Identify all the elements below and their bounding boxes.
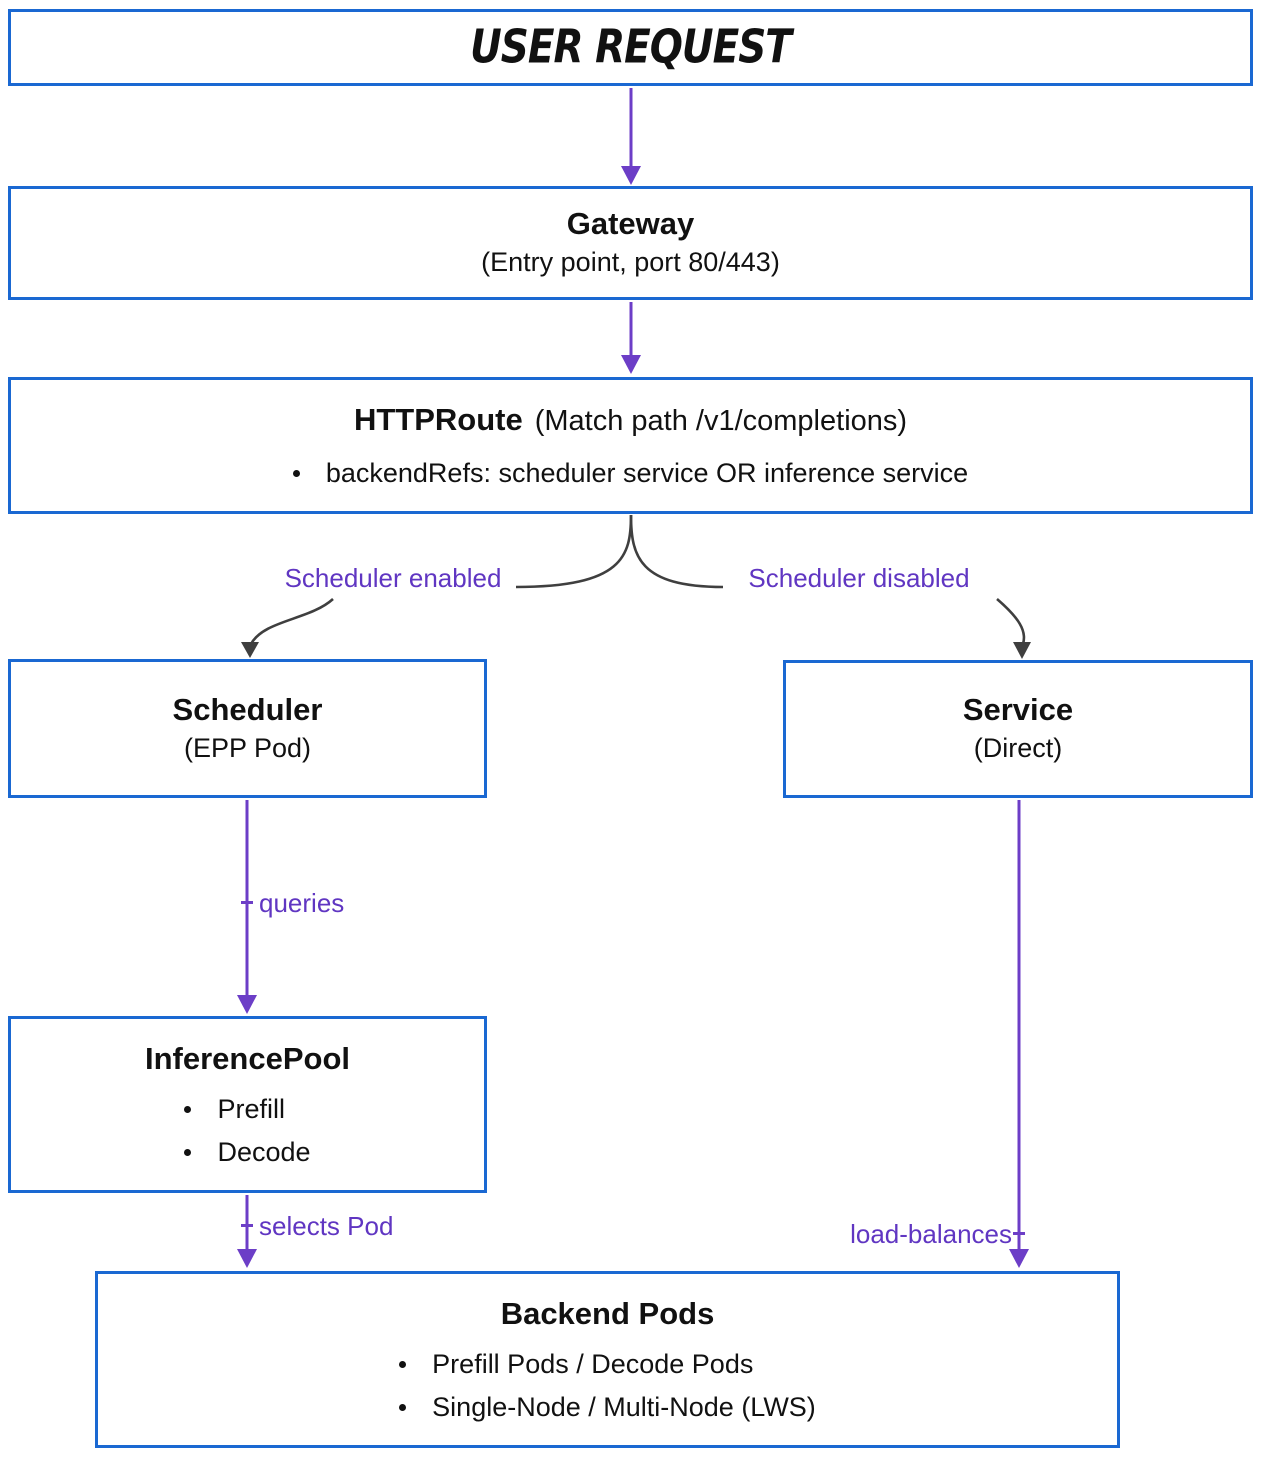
user-request-title: USER REQUEST (470, 20, 792, 75)
edge-fork-right (629, 514, 724, 589)
edge-label-selects-pod: selects Pod (259, 1211, 394, 1241)
arrowhead-user-to-gateway (621, 166, 641, 185)
backend-pods-bullet-row: Single-Node / Multi-Node (LWS) (399, 1391, 816, 1423)
node-user-request: USER REQUEST (8, 9, 1253, 86)
scheduler-subtitle: (EPP Pod) (183, 732, 312, 763)
label-tick-queries (241, 901, 253, 904)
edge-enabled-to-scheduler (249, 598, 334, 645)
bullet-text: Prefill Pods / Decode Pods (432, 1348, 754, 1379)
node-backend-pods: Backend Pods Prefill Pods / Decode Pods … (95, 1271, 1120, 1448)
inference-pool-bullet-row: Prefill (184, 1093, 285, 1125)
node-scheduler: Scheduler (EPP Pod) (8, 659, 487, 798)
node-gateway: Gateway (Entry point, port 80/443) (8, 186, 1253, 300)
edge-label-scheduler-disabled: Scheduler disabled (748, 563, 970, 593)
httproute-title: HTTPRoute (353, 402, 523, 438)
edge-label-scheduler-enabled: Scheduler enabled (284, 563, 502, 593)
bullet-dot (184, 1149, 192, 1157)
node-inference-pool: InferencePool Prefill Decode (8, 1016, 487, 1193)
edge-label-queries: queries (259, 888, 345, 918)
backend-pods-bullet-row: Prefill Pods / Decode Pods (399, 1348, 753, 1380)
bullet-text: Single-Node / Multi-Node (LWS) (432, 1392, 816, 1423)
arrowhead-inferencepool-to-backendpods (237, 1249, 257, 1268)
httproute-bullet-row: backendRefs: scheduler service OR infere… (292, 457, 969, 489)
edge-fork-left (515, 514, 633, 589)
inference-pool-bullet-row: Decode (184, 1136, 311, 1168)
inference-pool-title: InferencePool (145, 1041, 350, 1077)
bullet-text: Decode (217, 1137, 311, 1168)
service-title: Service (962, 692, 1074, 728)
bullet-dot (399, 1360, 407, 1368)
arrowhead-service-to-backendpods (1009, 1249, 1029, 1268)
bullet-text: backendRefs: scheduler service OR infere… (325, 458, 969, 489)
node-httproute: HTTPRoute (Match path /v1/completions) b… (8, 377, 1253, 514)
arrowhead-enabled-to-scheduler (241, 642, 259, 658)
gateway-title: Gateway (566, 206, 695, 242)
bullet-text: Prefill (217, 1093, 285, 1124)
bullet-dot (184, 1105, 192, 1113)
arrowhead-scheduler-to-inferencepool (237, 995, 257, 1014)
label-tick-load-balances (1013, 1232, 1025, 1235)
edge-label-load-balances: load-balances (850, 1219, 1012, 1249)
backend-pods-title: Backend Pods (500, 1296, 715, 1332)
arrowhead-disabled-to-service (1013, 642, 1031, 659)
label-tick-selects-pod (241, 1224, 253, 1227)
bullet-dot (292, 470, 300, 478)
node-service: Service (Direct) (783, 660, 1253, 798)
gateway-subtitle: (Entry point, port 80/443) (481, 247, 780, 278)
service-subtitle: (Direct) (973, 733, 1063, 764)
httproute-title-suffix: (Match path /v1/completions) (534, 405, 908, 438)
bullet-dot (399, 1404, 407, 1412)
edge-disabled-to-service (996, 598, 1026, 645)
scheduler-title: Scheduler (172, 691, 323, 727)
arrowhead-gateway-to-httproute (621, 355, 641, 374)
